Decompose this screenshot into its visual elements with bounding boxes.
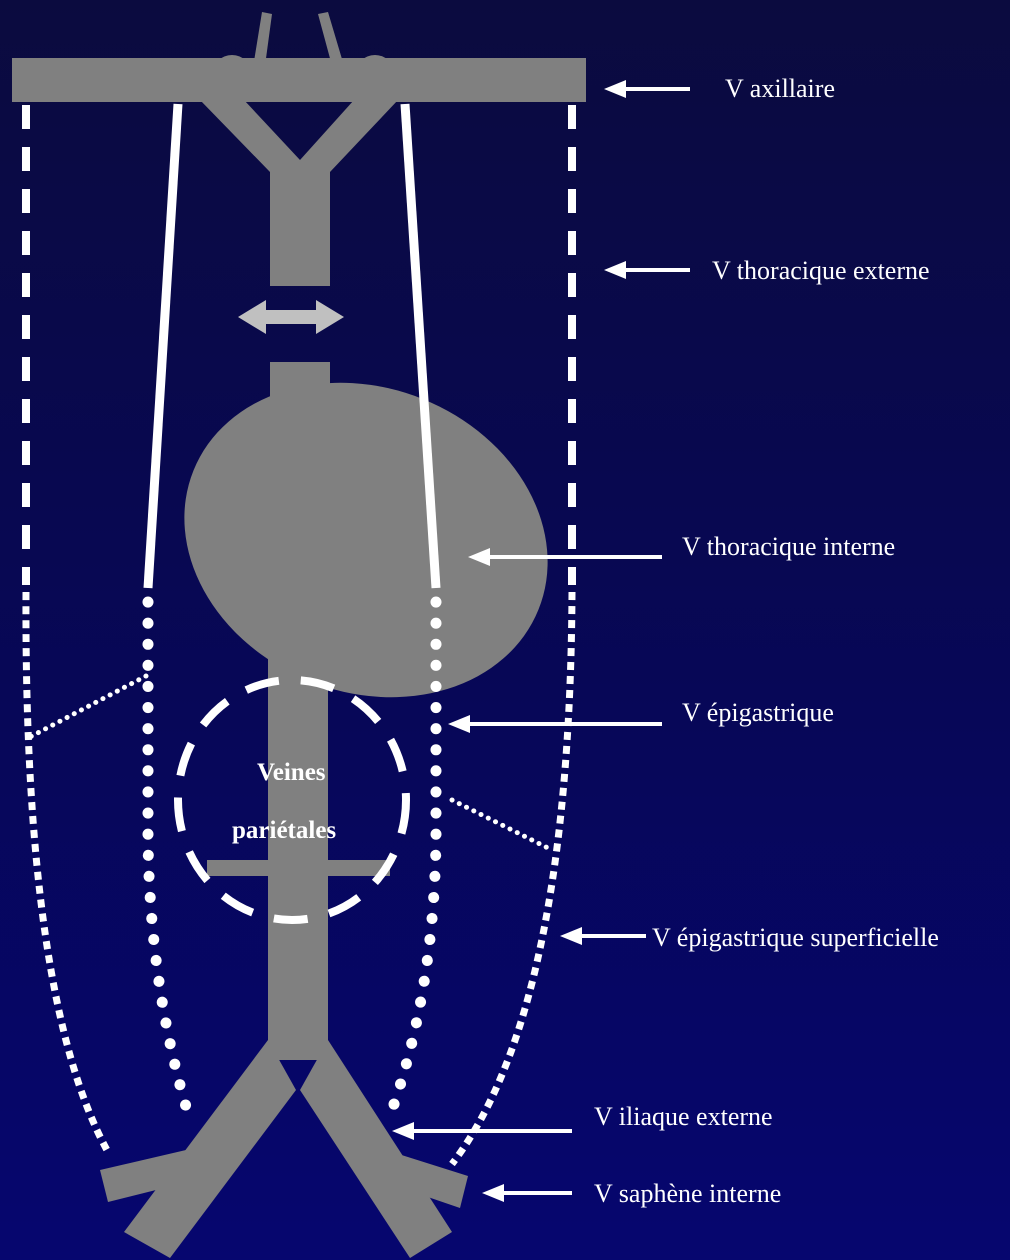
pointer-axillaire	[604, 80, 690, 98]
vessels	[12, 12, 595, 1258]
labels: V axillaire V thoracique externe V thora…	[594, 74, 939, 1208]
pointer-thoracique-externe	[604, 261, 690, 279]
label-saphene-interne: V saphène interne	[594, 1179, 781, 1208]
double-arrow-icon	[238, 300, 344, 334]
left-iliac-vein	[124, 1040, 296, 1258]
pointer-saphene-interne	[482, 1184, 572, 1202]
right-jugular-bulb	[355, 55, 395, 95]
inferior-vena-cava	[268, 640, 328, 1060]
label-iliaque-externe: V iliaque externe	[594, 1102, 773, 1131]
label-thoracique-interne: V thoracique interne	[682, 532, 895, 561]
right-iliac-vein	[300, 1040, 452, 1258]
pointer-epigastrique	[448, 715, 662, 733]
pointer-iliaque-externe	[392, 1122, 572, 1140]
renal-veins	[207, 860, 390, 876]
center-label-line2: pariétales	[232, 817, 336, 844]
axillary-vein-bar	[12, 58, 586, 102]
label-thoracique-externe: V thoracique externe	[712, 256, 930, 285]
superior-vena-cava	[270, 160, 330, 286]
label-epigastrique: V épigastrique	[682, 698, 834, 727]
left-jugular-bulb	[212, 55, 252, 95]
label-axillaire: V axillaire	[725, 74, 835, 103]
label-epigastrique-superficielle: V épigastrique superficielle	[652, 923, 939, 952]
heart	[137, 329, 596, 750]
pointer-epigastrique-superficielle	[560, 927, 646, 945]
center-label-line1: Veines	[257, 759, 326, 786]
